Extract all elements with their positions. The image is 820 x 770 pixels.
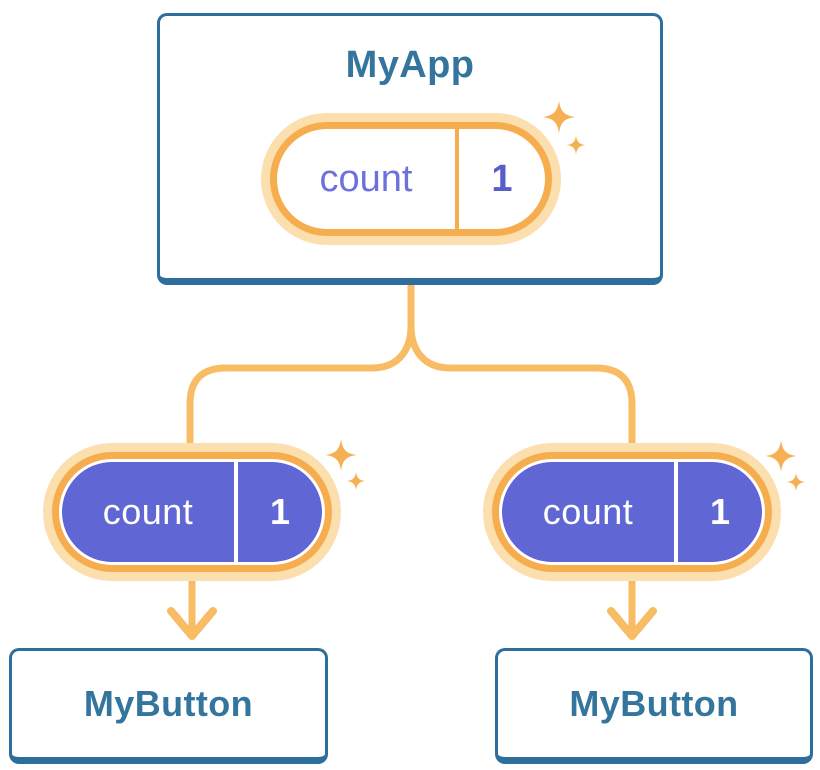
state-pill-right: count 1 xyxy=(492,452,772,572)
component-title: MyButton xyxy=(83,683,254,724)
pill-body: count 1 xyxy=(502,462,762,562)
pill-divider xyxy=(234,462,238,562)
pill-divider xyxy=(674,462,678,562)
component-title: MyButton xyxy=(569,683,739,724)
state-pill-root: count 1 xyxy=(270,122,552,236)
sparkle-icon xyxy=(786,472,806,492)
pill-body: count 1 xyxy=(62,462,322,562)
arrow-down-icon xyxy=(607,570,657,640)
state-value: 1 xyxy=(491,157,513,200)
component-title: MyApp xyxy=(345,44,475,86)
branch-right-line xyxy=(407,281,636,466)
sparkle-icon xyxy=(325,439,357,471)
branch-left-line xyxy=(186,281,415,466)
state-label: count xyxy=(102,491,194,532)
state-label: count xyxy=(542,491,634,532)
arrow-down-icon xyxy=(167,570,217,640)
sparkle-icon xyxy=(346,471,366,491)
component-card-child-right: MyButton xyxy=(495,648,813,764)
state-value: 1 xyxy=(269,491,291,532)
component-card-child-left: MyButton xyxy=(9,648,328,764)
state-label: count xyxy=(319,157,413,200)
sparkle-icon xyxy=(765,440,797,472)
pill-divider xyxy=(455,129,459,229)
state-value: 1 xyxy=(709,491,731,532)
state-pill-left: count 1 xyxy=(52,452,332,572)
